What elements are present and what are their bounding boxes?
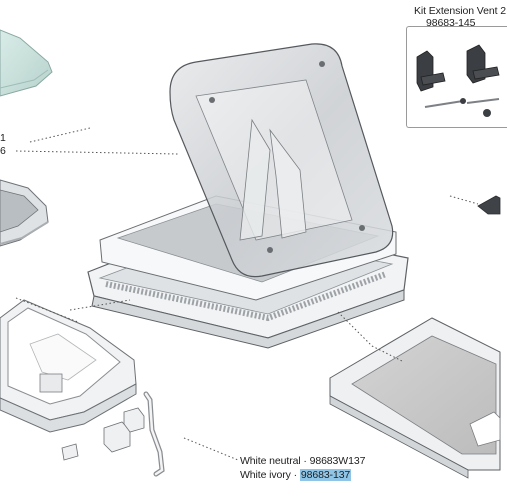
leader-lines	[15, 127, 479, 461]
clip-parts	[61, 391, 165, 477]
screen-frame-part	[0, 179, 49, 247]
outer-lid-part	[0, 29, 53, 97]
white-neutral-label: White neutral · 98683W137	[240, 455, 366, 467]
kit-title: Kit Extension Vent 2	[414, 5, 506, 17]
left-cut-label-bottom: 6	[0, 145, 6, 157]
inner-frame-part	[0, 299, 137, 433]
white-ivory-label: White ivory · 98683-137	[240, 469, 352, 481]
kit-extension-box	[406, 26, 507, 128]
vent-dome	[169, 43, 394, 278]
white-ivory-prefix: White ivory ·	[240, 469, 300, 481]
kit-extension-parts	[416, 44, 500, 117]
left-cut-label-top: 1	[0, 132, 6, 144]
interior-panel-part	[329, 317, 501, 479]
small-right-part	[477, 195, 501, 215]
kit-code: 98683-145	[426, 17, 476, 29]
white-ivory-code-highlighted: 98683-137	[299, 469, 352, 481]
